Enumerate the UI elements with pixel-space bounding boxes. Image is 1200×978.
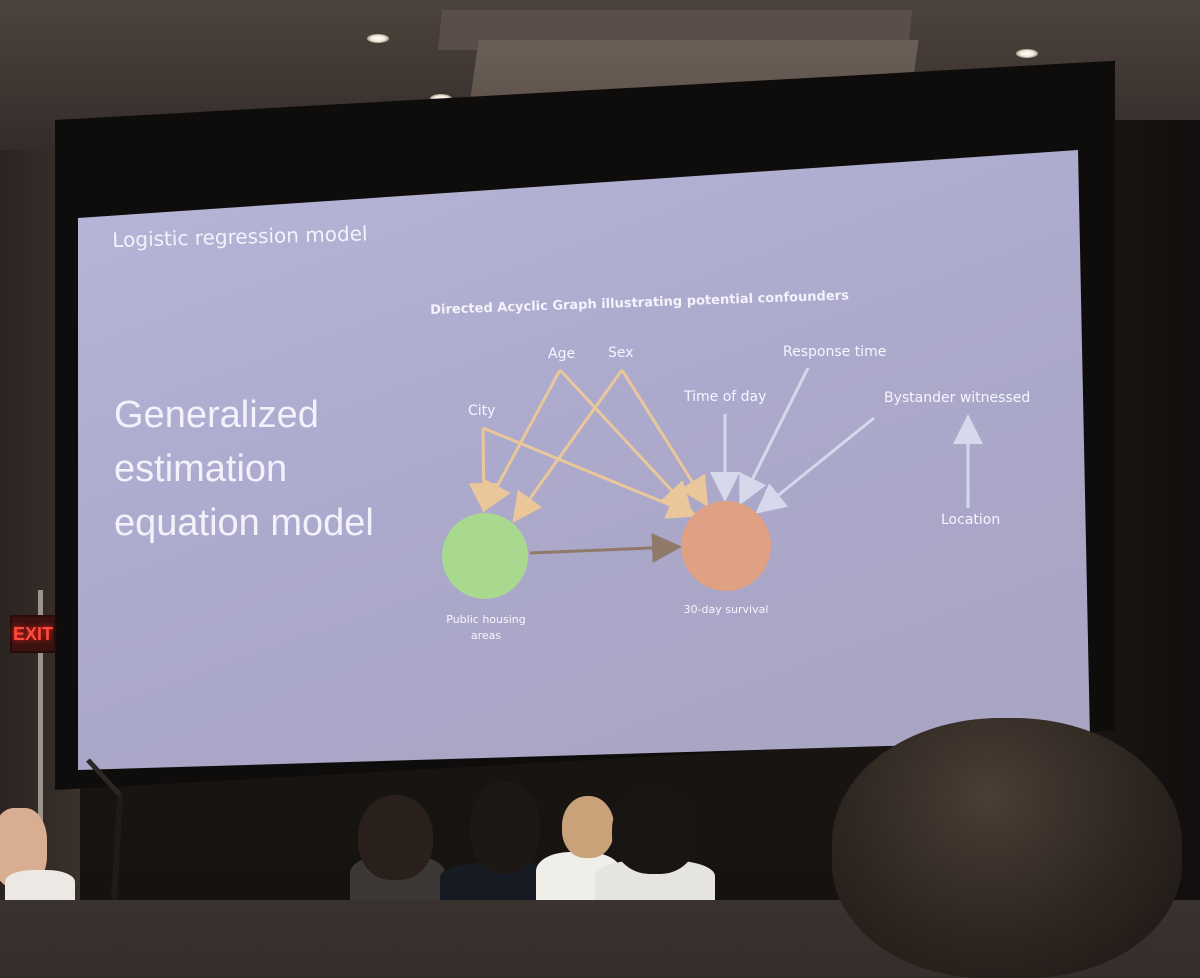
node-label-exposure: Public housing areas [446, 613, 526, 642]
audience-person [612, 788, 698, 874]
projection-screen [78, 150, 1090, 770]
node-label-location: Location [941, 512, 1001, 528]
microphone [86, 758, 123, 900]
exit-sign-pole [38, 590, 43, 830]
arrow-age-to-outcome [558, 368, 693, 513]
audience-person [358, 795, 433, 880]
audience-person [562, 796, 614, 858]
arrow-city-to-exposure [468, 427, 499, 513]
arrow-city-to-outcome [482, 426, 698, 519]
arrow-age-to-exposure [483, 369, 562, 513]
dag-diagram [442, 367, 983, 599]
node-label-sex: Sex [608, 345, 634, 361]
node-label-city: City [468, 403, 496, 419]
audience-sleeve [5, 870, 75, 900]
exit-sign: EXIT [10, 615, 56, 653]
ceiling-light [367, 34, 389, 43]
gee-line-2: estimation [114, 448, 288, 490]
node-label-time-of-day: Time of day [684, 389, 767, 405]
gee-line-1: Generalized [114, 394, 319, 436]
audience-person [470, 782, 540, 874]
node-label-bystander: Bystander witnessed [884, 390, 1031, 406]
node-label-outcome: 30-day survival [683, 603, 769, 616]
gee-line-3: equation model [114, 502, 374, 544]
node-label-response-time: Response time [783, 344, 887, 360]
ceiling-light [1016, 49, 1038, 58]
arrow-bystander-to-outcome [755, 416, 875, 514]
exposure-node [442, 513, 528, 599]
arrow-sex-to-outcome [620, 369, 709, 508]
arrow-response-time-to-outcome [739, 367, 810, 506]
arrow-exposure-to-outcome [529, 532, 682, 563]
arrow-sex-to-exposure [512, 369, 624, 523]
audience-person [832, 718, 1182, 978]
outcome-node [681, 501, 771, 591]
node-label-age: Age [548, 346, 576, 362]
